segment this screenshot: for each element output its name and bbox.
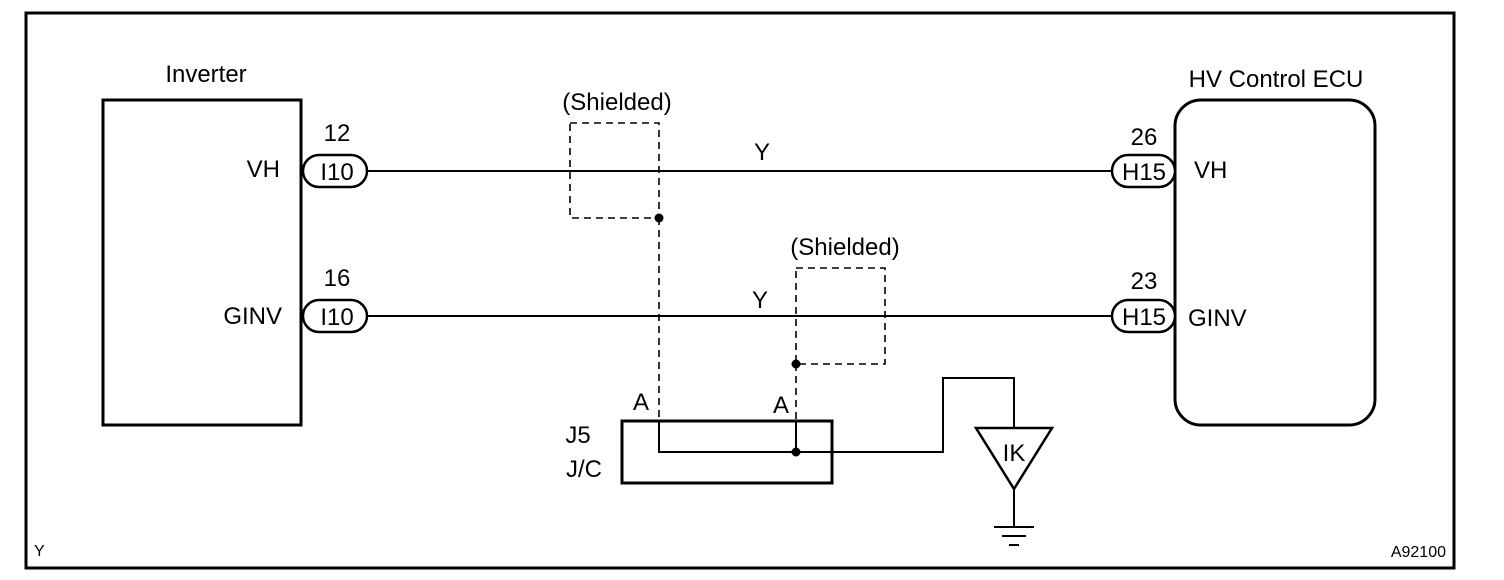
- shield-1-outline: [569, 122, 660, 219]
- inverter-pin-ginv: GINV: [223, 303, 282, 330]
- wire-vh-color: Y: [754, 139, 770, 166]
- wire-ginv-color: Y: [752, 287, 768, 314]
- connector-h15-ginv: [1110, 298, 1177, 334]
- ecu-pin-ginv: GINV: [1188, 305, 1247, 332]
- connector-i10-ginv-label: I10: [320, 304, 353, 331]
- pin-number-12: 12: [324, 120, 351, 147]
- ground-point-label: IK: [1003, 440, 1026, 467]
- junction-id: J5: [565, 422, 590, 449]
- figure-id: A92100: [1391, 544, 1446, 561]
- diagram-frame: [24, 11, 1456, 570]
- inverter-title: Inverter: [165, 61, 246, 88]
- shield-2-outline: [795, 267, 886, 365]
- footer-color-code: Y: [34, 543, 45, 560]
- connector-i10-vh-label: I10: [320, 159, 353, 186]
- pin-number-26: 26: [1131, 124, 1158, 151]
- junction-terminal-a-2: A: [773, 392, 789, 419]
- ground-symbol-icon: [994, 526, 1034, 546]
- inverter-pin-vh: VH: [247, 156, 280, 183]
- connector-h15-ginv-label: H15: [1122, 304, 1166, 331]
- shield-1-label: (Shielded): [562, 89, 671, 116]
- ecu-title: HV Control ECU: [1189, 66, 1364, 93]
- ground-point-triangle: [973, 426, 1055, 492]
- pin-number-16: 16: [324, 265, 351, 292]
- connector-i10-vh: [301, 153, 369, 189]
- junction-internal-wire: [658, 421, 797, 453]
- pin-number-23: 23: [1131, 268, 1158, 295]
- connector-h15-vh: [1110, 153, 1177, 189]
- ecu-pin-vh: VH: [1194, 157, 1227, 184]
- junction-name: J/C: [566, 456, 602, 483]
- junction-terminal-a-1: A: [633, 389, 649, 416]
- ground-lead-wire: [796, 377, 1015, 453]
- connector-i10-ginv: [301, 298, 369, 334]
- ecu-box: [1173, 98, 1377, 427]
- connector-h15-vh-label: H15: [1122, 159, 1166, 186]
- shield-2-label: (Shielded): [790, 234, 899, 261]
- inverter-box: [101, 98, 303, 427]
